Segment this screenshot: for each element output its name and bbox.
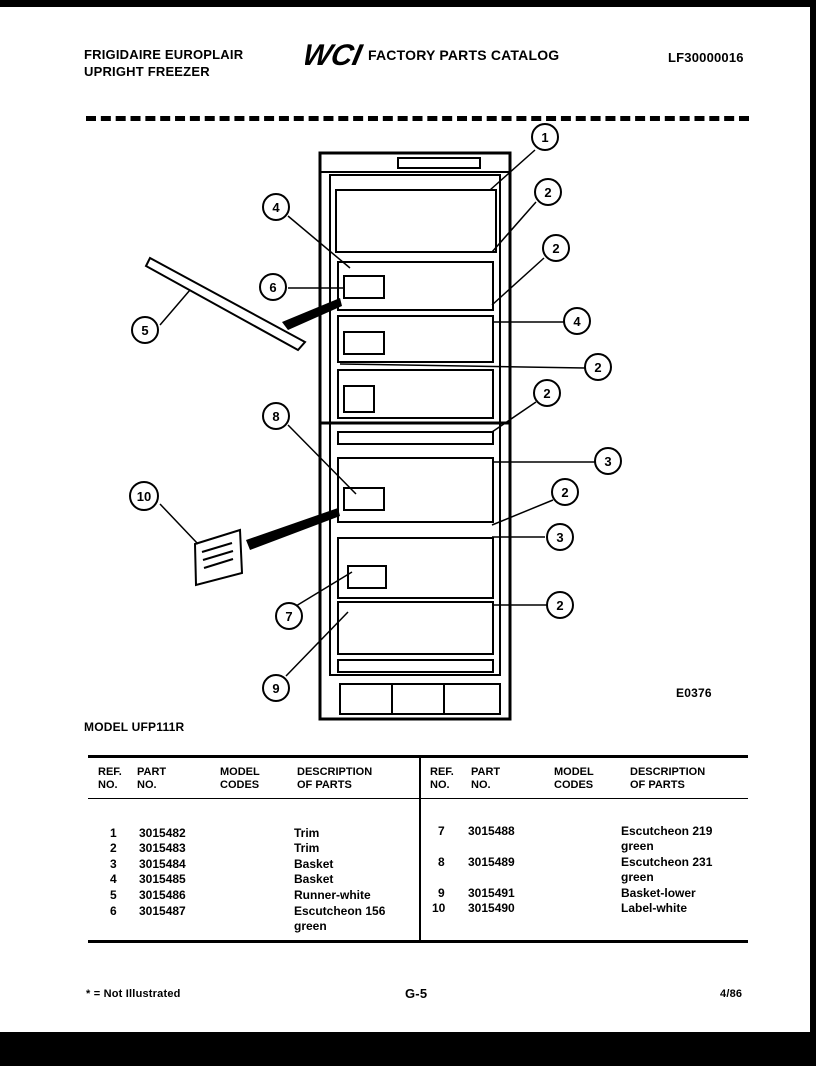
svg-text:2: 2 [552,241,559,256]
table-row-ref: 7 [438,824,445,838]
svg-text:2: 2 [543,386,550,401]
table-row-ref: 2 [110,841,117,855]
footer-note: * = Not Illustrated [86,988,181,1000]
table-row-desc: Escutcheon 156 [294,904,386,918]
svg-text:2: 2 [544,185,551,200]
table-row-part: 3015489 [468,855,515,869]
table-rule-header [88,798,748,799]
table-row-desc: Basket-lower [621,886,696,900]
catalog-code: LF30000016 [668,50,744,65]
table-rule-bottom [88,940,748,943]
table-row-desc: Trim [294,826,320,840]
wci-logo-text: WCI [305,39,365,70]
table-row-ref: 6 [110,904,117,918]
table-row-part: 3015486 [139,888,186,902]
header-ref-no: REF. NO. [98,766,122,791]
callout-5: 5 [131,316,159,344]
table-row-desc: Basket [294,872,334,886]
callout-10: 10 [129,481,159,511]
table-row-ref: 10 [432,901,446,915]
header-part-no-right: PART NO. [471,766,501,791]
callout-4b: 4 [563,307,591,335]
svg-text:2: 2 [594,360,601,375]
callout-6: 6 [259,273,287,301]
callout-1: 1 [531,123,559,151]
table-row-desc-cont: green [621,839,654,853]
table-row-desc: Escutcheon 231 [621,855,713,869]
svg-text:2: 2 [556,598,563,613]
table-row-desc: Basket [294,857,334,871]
header-part-no: PART NO. [137,766,167,791]
table-row-part: 3015482 [139,826,186,840]
table-row-ref: 8 [438,855,445,869]
svg-text:5: 5 [141,323,148,338]
table-row-ref: 1 [110,826,117,840]
callout-7: 7 [275,602,303,630]
table-row-ref: 3 [110,857,117,871]
table-row-desc: Escutcheon 219 [621,824,713,838]
svg-text:7: 7 [285,609,292,624]
table-row-part: 3015483 [139,841,186,855]
scan-border-bottom [0,1032,816,1066]
page-number: G-5 [405,986,428,1001]
table-column-divider [419,758,421,940]
header-model-codes: MODEL CODES [220,766,260,791]
table-rule-top [88,755,748,758]
header-description-right: DESCRIPTION OF PARTS [630,766,706,791]
table-row-part: 3015484 [139,857,186,871]
table-row-ref: 4 [110,872,117,886]
table-row-ref: 9 [438,886,445,900]
table-row-ref: 5 [110,888,117,902]
svg-text:4: 4 [272,200,280,215]
callout-4a: 4 [262,193,290,221]
parts-diagram: 1 2 2 4 6 4 5 2 8 2 3 10 2 3 2 7 9 [129,123,622,721]
callout-2b: 2 [542,234,570,262]
revision-date: 4/86 [720,988,743,1000]
table-row-part: 3015490 [468,901,515,915]
header-model-codes-right: MODEL CODES [554,766,594,791]
svg-text:3: 3 [604,454,611,469]
table-row-part: 3015485 [139,872,186,886]
brand-title: FRIGIDAIRE EUROPLAIR [84,47,244,62]
svg-text:2: 2 [561,485,568,500]
table-row-desc-cont: green [294,919,327,933]
callout-8: 8 [262,402,290,430]
callout-9: 9 [262,674,290,702]
callout-2a: 2 [534,178,562,206]
diagram-code: E0376 [676,686,712,700]
wci-logo: WCI [305,39,365,70]
table-row-desc-cont: green [621,870,654,884]
table-row-part: 3015488 [468,824,515,838]
callout-2e: 2 [551,478,579,506]
svg-text:6: 6 [269,280,276,295]
callout-3b: 3 [546,523,574,551]
table-row-part: 3015491 [468,886,515,900]
svg-text:4: 4 [573,314,581,329]
header-ref-no-right: REF. NO. [430,766,454,791]
table-row-desc: Trim [294,841,320,855]
callout-3a: 3 [594,447,622,475]
scan-border-right [810,0,816,1066]
table-row-desc: Runner-white [294,888,371,902]
table-row-part: 3015487 [139,904,186,918]
svg-text:10: 10 [137,489,151,504]
svg-text:8: 8 [272,409,279,424]
svg-text:1: 1 [541,130,548,145]
callout-2f: 2 [546,591,574,619]
svg-text:3: 3 [556,530,563,545]
svg-text:9: 9 [272,681,279,696]
header-rule [86,116,749,121]
model-label: MODEL UFP111R [84,720,185,734]
table-row-desc: Label-white [621,901,688,915]
scan-border-top [0,0,816,7]
catalog-title: FACTORY PARTS CATALOG [368,47,560,63]
product-type: UPRIGHT FREEZER [84,64,210,79]
callout-2c: 2 [584,353,612,381]
header-description: DESCRIPTION OF PARTS [297,766,373,791]
callout-2d: 2 [533,379,561,407]
